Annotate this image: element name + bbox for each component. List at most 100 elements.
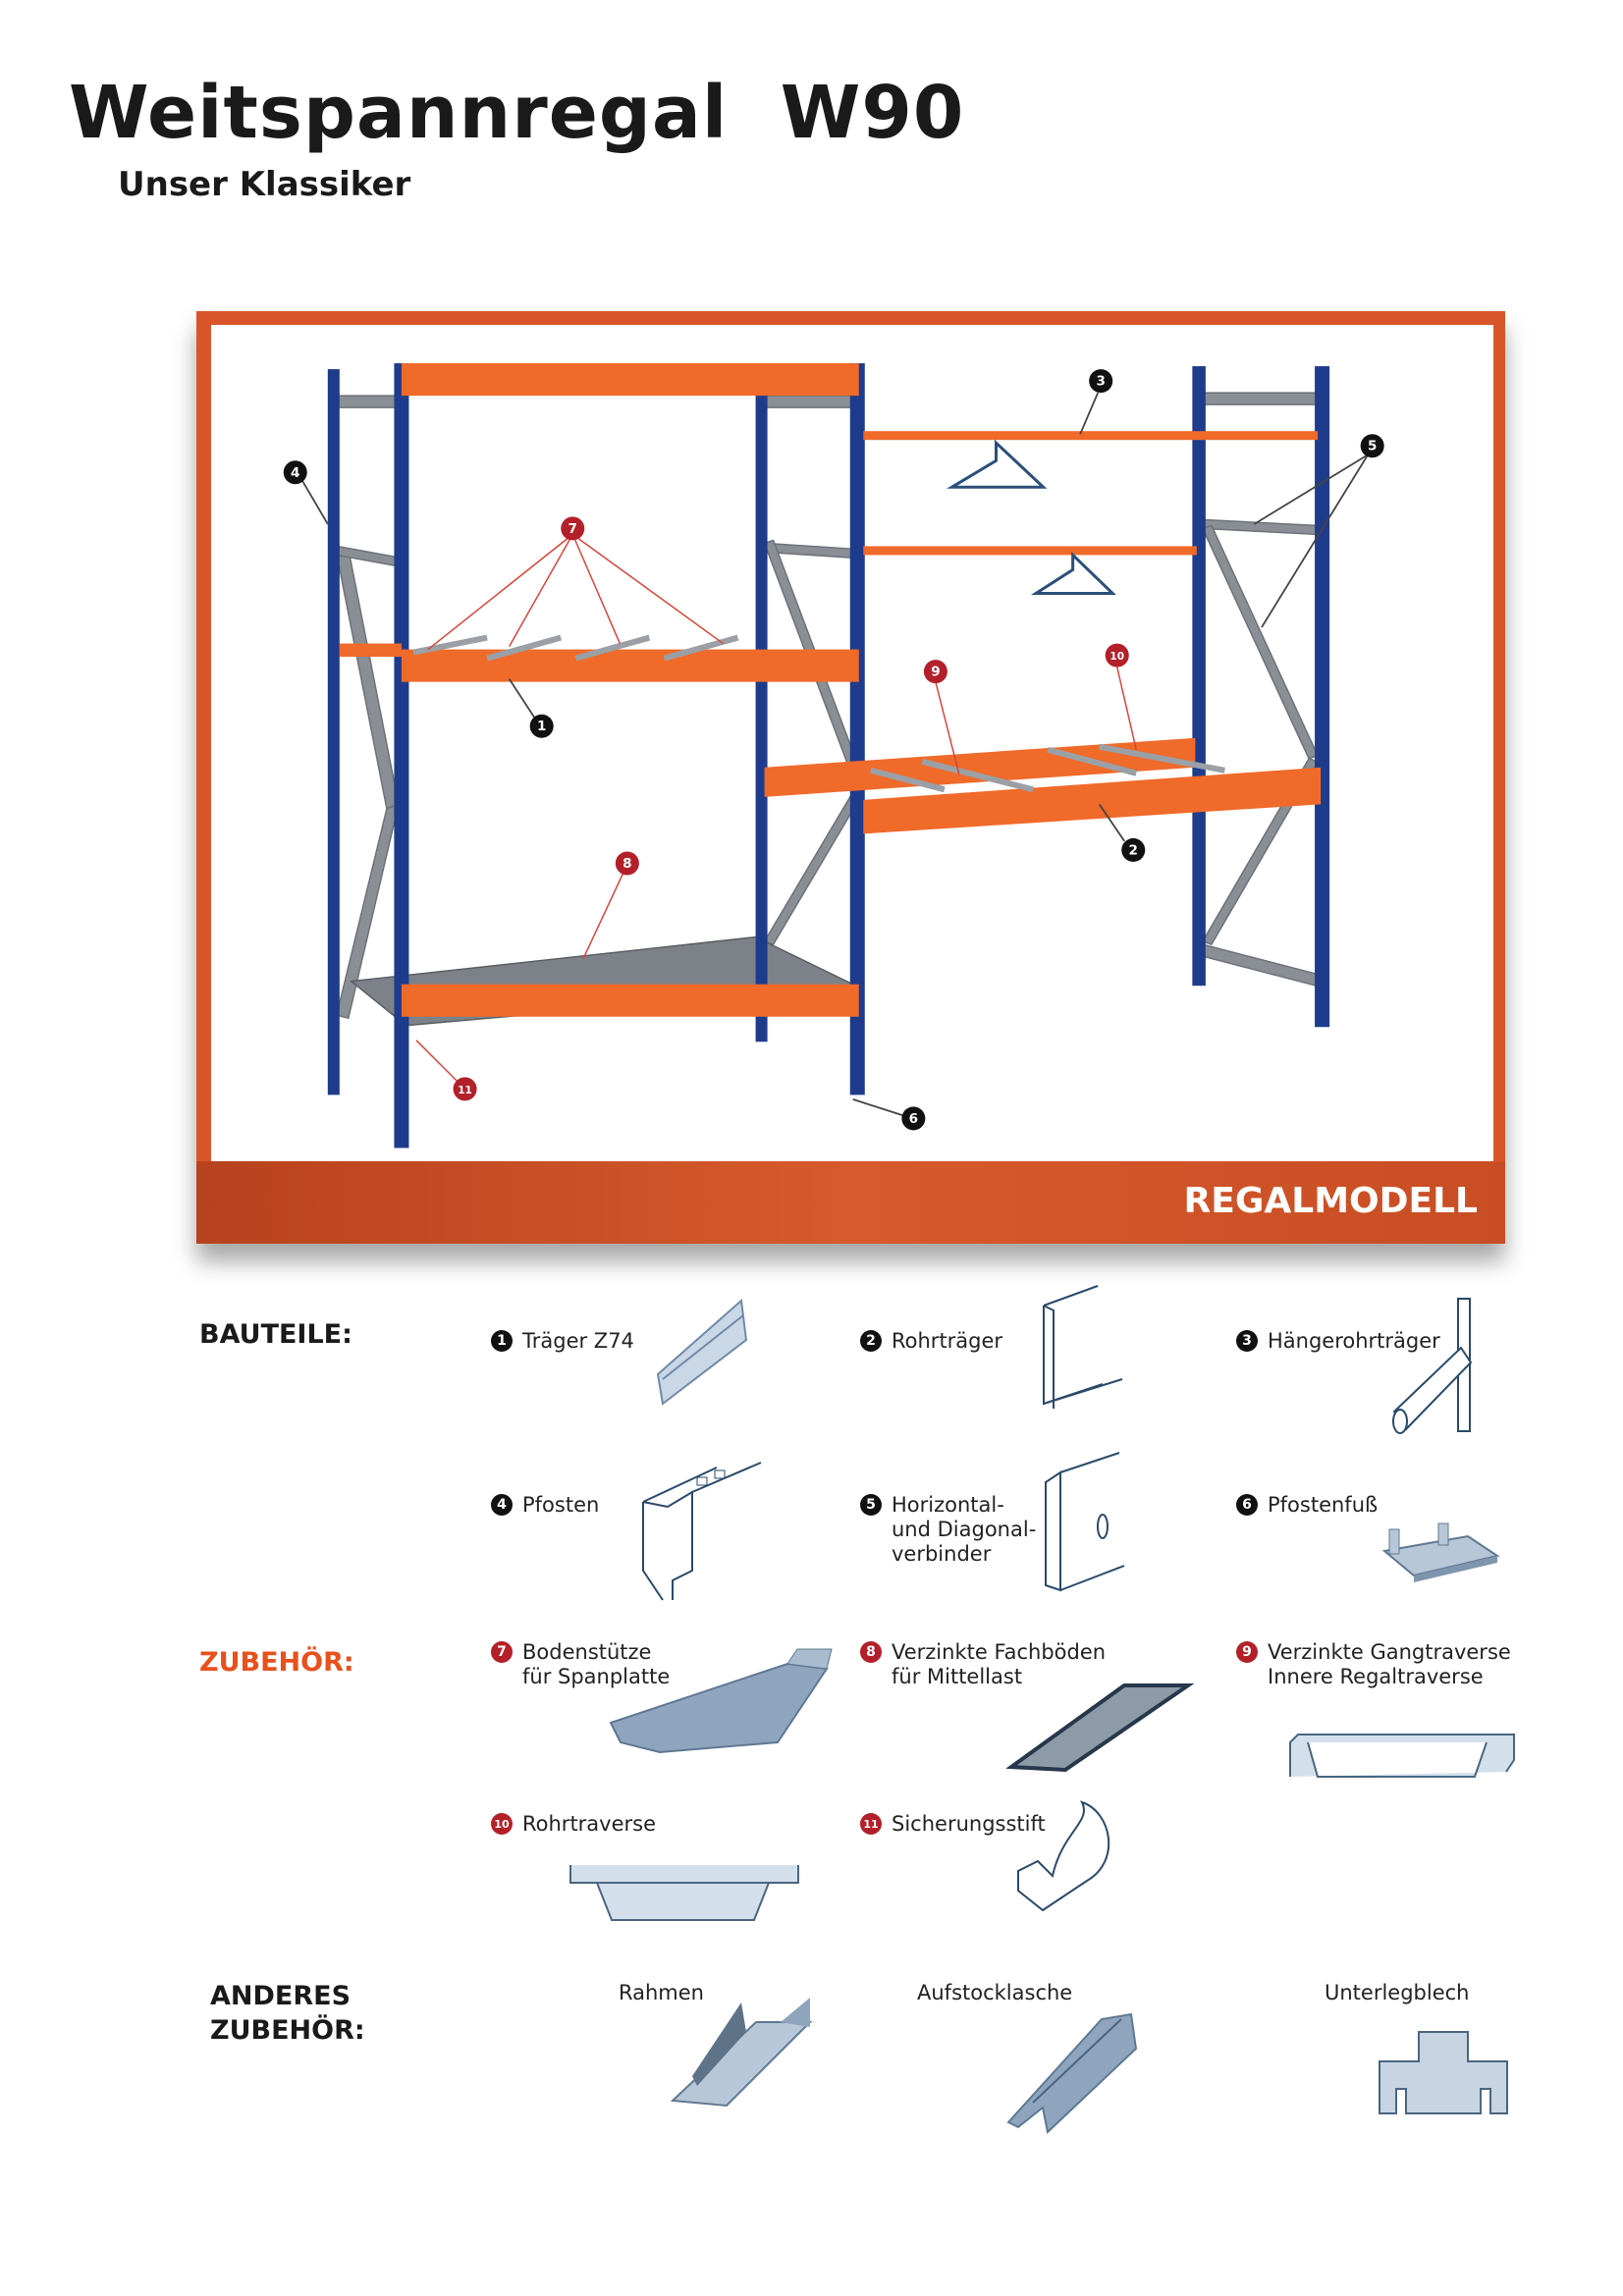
shelf-model-figure: 1 2 3 4 5 6 7 8 9 10 11 REGALMODELL	[196, 311, 1505, 1244]
pfostenfuss-illustration	[1381, 1522, 1500, 1582]
accessory-item-bodenstuetze: 7 Bodenstütze für Spanplatte	[491, 1640, 670, 1689]
part-label: Pfosten	[522, 1493, 600, 1517]
brace	[763, 795, 860, 946]
bodenstuetze-illustration	[609, 1648, 833, 1754]
coat-hanger-icon	[947, 439, 1048, 489]
accessory-label: Sicherungsstift	[892, 1812, 1046, 1836]
callout-marker	[615, 851, 639, 876]
model-band: REGALMODELL	[196, 1161, 1505, 1244]
number-badge: 2	[860, 1330, 882, 1352]
callout-marker	[561, 516, 585, 541]
beam	[764, 737, 1196, 797]
callout-marker	[283, 460, 307, 485]
page-subtitle: Unser Klassiker	[118, 165, 411, 204]
post	[849, 363, 865, 1095]
other-item-rahmen: Rahmen	[619, 1981, 704, 2004]
number-badge: 10	[491, 1813, 513, 1835]
accessory-label: Bodenstütze für Spanplatte	[522, 1640, 671, 1688]
brace	[1202, 392, 1318, 405]
callout-marker	[529, 714, 554, 738]
shelf-illustration-area: 1 2 3 4 5 6 7 8 9 10 11	[211, 325, 1493, 1161]
gangtraverse-illustration	[1289, 1734, 1515, 1778]
accessory-label: Rohrtraverse	[522, 1812, 657, 1836]
post	[1315, 366, 1330, 1028]
unterlegblech-illustration	[1379, 2031, 1508, 2114]
aufstocklasche-illustration	[1006, 2012, 1138, 2134]
part-item-traeger: 1 Träger Z74	[491, 1329, 634, 1354]
callout-4: 4	[291, 465, 299, 481]
brace	[1201, 524, 1320, 760]
haengerohrtraeger-illustration	[1392, 1298, 1473, 1434]
part-item-pfosten: 4 Pfosten	[491, 1493, 599, 1518]
traeger-z74-illustration	[656, 1298, 748, 1406]
callout-7: 7	[568, 521, 577, 537]
callout-3: 3	[1096, 374, 1105, 390]
accessory-label: Verzinkte Gangtraverse Innere Regaltrave…	[1268, 1640, 1511, 1688]
verbinder-illustration	[1045, 1452, 1125, 1592]
brace	[1202, 943, 1318, 988]
number-badge: 1	[491, 1330, 513, 1352]
part-label: Rohrträger	[892, 1329, 1003, 1353]
section-anderes-zubehoer: ANDERES ZUBEHÖR:	[210, 1981, 365, 2046]
part-label: Träger Z74	[522, 1329, 634, 1353]
tube-beam	[863, 431, 1319, 441]
part-item-rohrtraeger: 2 Rohrträger	[860, 1329, 1002, 1354]
callout-8: 8	[622, 856, 631, 872]
beam	[339, 643, 402, 658]
tube-beam	[863, 546, 1197, 556]
part-item-haengerohrtraeger: 3 Hängerohrträger	[1236, 1329, 1440, 1354]
number-badge: 7	[491, 1641, 513, 1663]
part-label: Pfostenfuß	[1268, 1493, 1379, 1517]
part-item-verbinder: 5 Horizontal- und Diagonal- verbinder	[860, 1493, 1036, 1567]
shelf-illustration: 1 2 3 4 5 6 7 8 9 10 11	[283, 363, 1384, 1148]
number-badge: 8	[860, 1641, 882, 1663]
part-label: Horizontal- und Diagonal- verbinder	[892, 1493, 1037, 1566]
brace	[336, 395, 403, 408]
beam	[401, 984, 859, 1017]
accessory-label: Verzinkte Fachböden für Mittellast	[892, 1640, 1107, 1688]
coat-hanger-icon	[1030, 551, 1116, 595]
post	[327, 369, 340, 1095]
callout-10: 10	[1109, 651, 1124, 663]
callout-1: 1	[537, 719, 546, 734]
other-item-unterlegblech: Unterlegblech	[1325, 1981, 1470, 2004]
callout-11: 11	[458, 1085, 472, 1096]
beam	[401, 363, 859, 397]
page-title: Weitspannregal W90	[69, 71, 965, 155]
callout-marker	[1360, 434, 1384, 458]
callout-9: 9	[931, 665, 940, 680]
other-item-aufstocklasche: Aufstocklasche	[917, 1981, 1073, 2004]
section-zubehoer: ZUBEHÖR:	[199, 1647, 354, 1678]
number-badge: 5	[860, 1494, 882, 1516]
accessory-item-fachboeden: 8 Verzinkte Fachböden für Mittellast	[860, 1640, 1106, 1689]
callout-marker	[1121, 837, 1146, 862]
part-label: Hängerohrträger	[1268, 1329, 1440, 1353]
post	[394, 363, 409, 1148]
callout-6: 6	[909, 1111, 918, 1127]
rahmen-illustration	[670, 1998, 813, 2108]
callout-marker	[1089, 369, 1113, 394]
model-label: REGALMODELL	[1183, 1181, 1478, 1221]
post	[755, 390, 768, 1042]
number-badge: 3	[1236, 1330, 1258, 1352]
part-item-pfostenfuss: 6 Pfostenfuß	[1236, 1493, 1378, 1518]
pfosten-illustration	[642, 1462, 762, 1601]
accessory-item-sicherungsstift: 11 Sicherungsstift	[860, 1812, 1046, 1837]
number-badge: 11	[860, 1813, 882, 1835]
number-badge: 4	[491, 1494, 513, 1516]
callout-2: 2	[1129, 842, 1138, 858]
callout-5: 5	[1368, 439, 1377, 454]
callout-marker	[453, 1077, 477, 1101]
rohrtraeger-illustration	[1043, 1285, 1123, 1409]
beam	[401, 649, 859, 682]
callout-marker	[1105, 643, 1129, 667]
brace	[335, 548, 400, 810]
sicherungsstift-illustration	[1017, 1800, 1110, 1912]
callout-marker	[923, 660, 947, 684]
brace	[763, 395, 857, 408]
accessory-item-rohrtraverse: 10 Rohrtraverse	[491, 1812, 656, 1837]
callout-marker	[901, 1106, 926, 1131]
post	[1192, 366, 1206, 987]
number-badge: 6	[1236, 1494, 1258, 1516]
